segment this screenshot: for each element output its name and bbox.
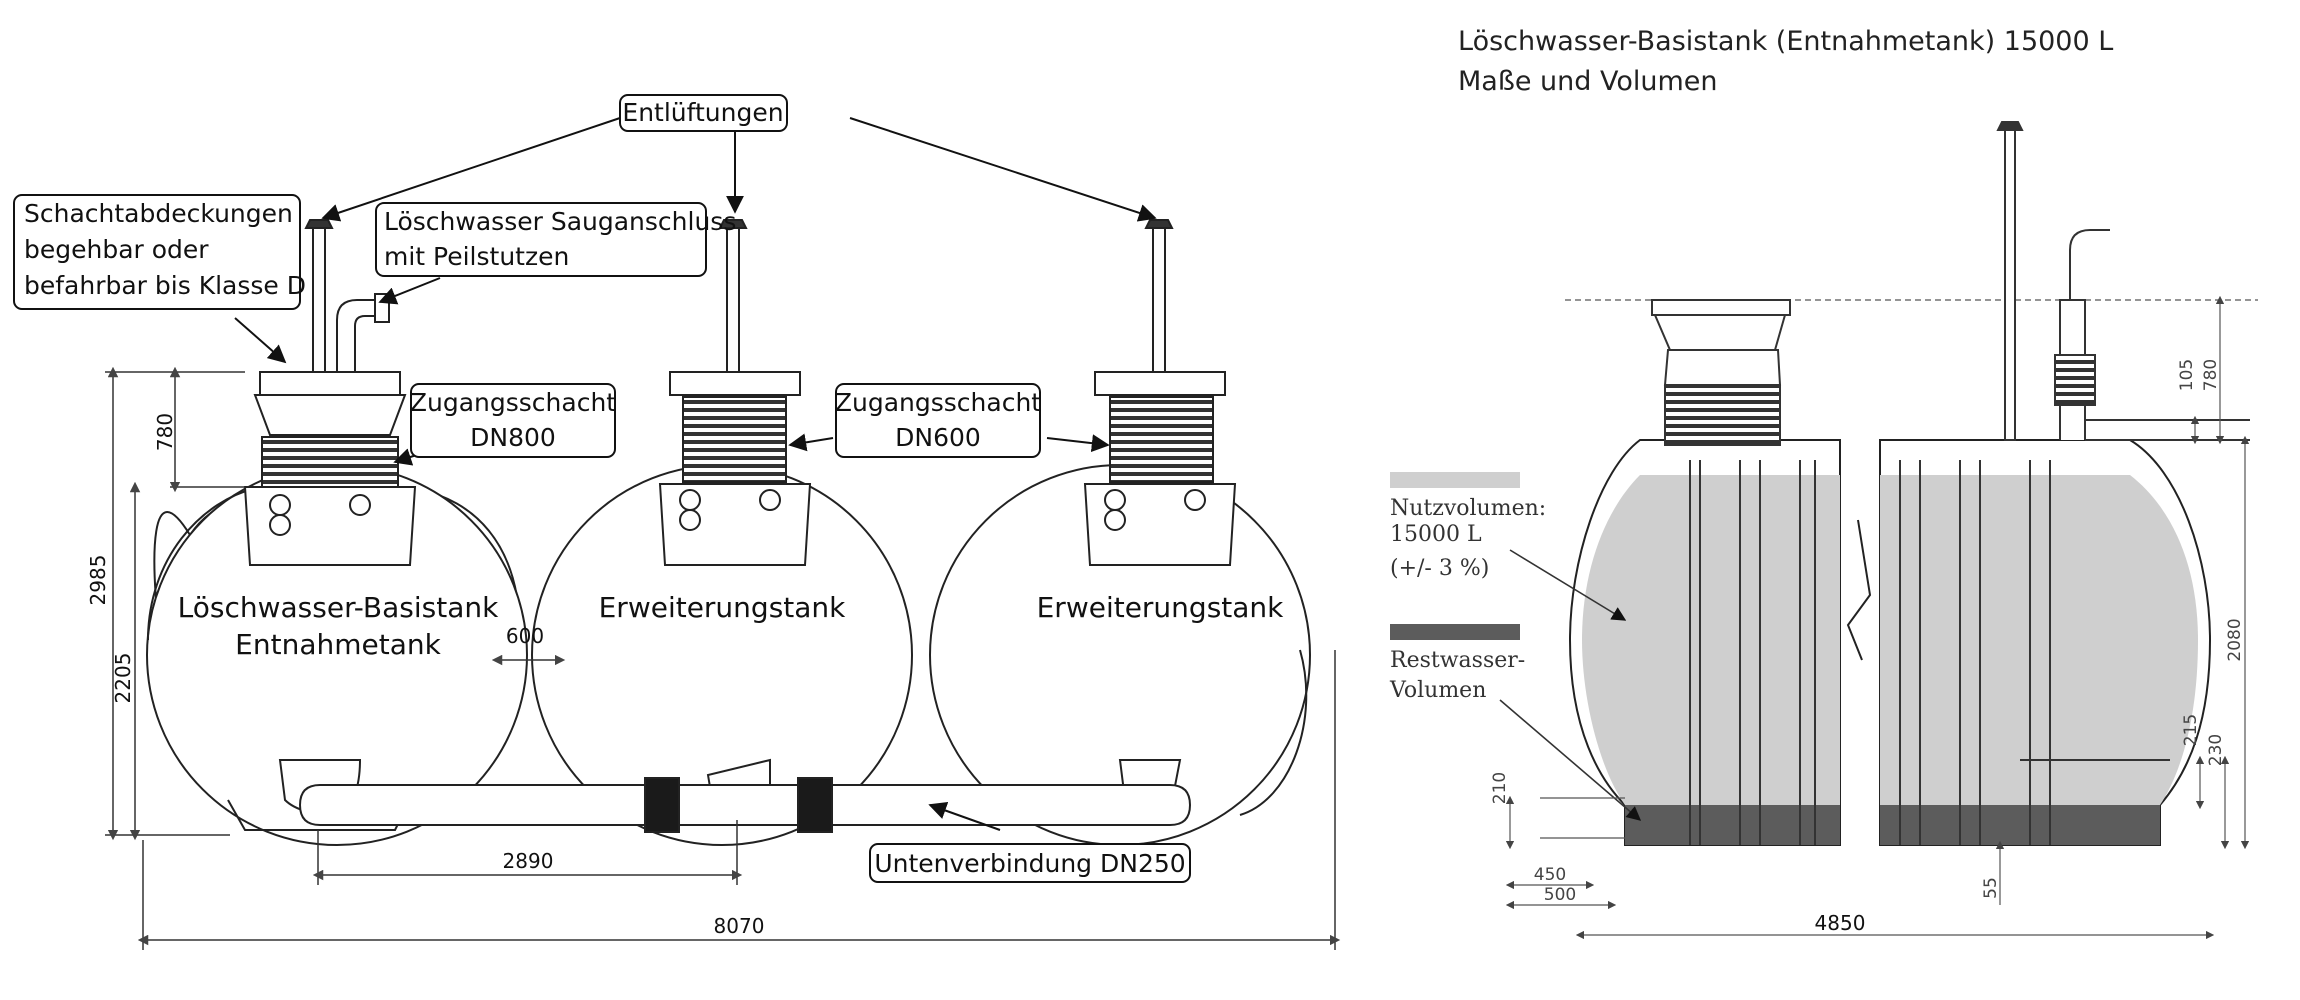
bottom-connection-pipe <box>298 777 1192 833</box>
suction-label-2: mit Peilstutzen <box>384 242 569 271</box>
basis-tank-name-2: Entnahmetank <box>235 628 441 661</box>
useful-volume-label-2: 15000 L <box>1390 522 1482 547</box>
useful-volume-tolerance: (+/- 3 %) <box>1390 556 1489 581</box>
covers-label-1: Schachtabdeckungen <box>24 199 293 228</box>
vents-label: Entlüftungen <box>622 98 783 127</box>
left-dimensions <box>105 366 1341 950</box>
callout-boxes <box>13 94 1191 883</box>
left-labels: Entlüftungen Schachtabdeckungen begehbar… <box>24 98 1284 938</box>
dim-55: 55 <box>1981 877 2001 899</box>
extension-tank-2-name: Erweiterungstank <box>599 591 847 624</box>
dim-8070: 8070 <box>714 914 765 938</box>
extension-tank-2-shaft-dn600 <box>658 371 812 566</box>
basis-tank-shaft-dn800 <box>243 371 417 566</box>
dim-4850: 4850 <box>1815 911 1866 935</box>
suction-label-1: Löschwasser Sauganschluss <box>384 207 736 236</box>
right-tank-right-section <box>1879 121 2250 846</box>
dim-210: 210 <box>1490 772 1510 804</box>
covers-label-3: befahrbar bis Klasse D <box>24 271 306 300</box>
extension-tank-3-vent <box>1144 219 1174 373</box>
break-mark <box>1846 519 1872 661</box>
dim-2890: 2890 <box>503 849 554 873</box>
extension-tank-2-vent <box>718 219 748 373</box>
right-drawing: Nutzvolumen: 15000 L (+/- 3 %) Restwasse… <box>1389 121 2258 940</box>
shaft-dn800-label-2: DN800 <box>470 423 556 452</box>
right-tank-left-section <box>1568 299 1841 846</box>
right-labels: Nutzvolumen: 15000 L (+/- 3 %) Restwasse… <box>1389 359 2245 935</box>
extension-tank-3-shaft-dn600 <box>1083 371 1237 566</box>
basis-tank-name-1: Löschwasser-Basistank <box>178 591 499 624</box>
residual-volume-label-2: Volumen <box>1389 678 1486 703</box>
dim-2985: 2985 <box>86 555 110 606</box>
basis-tank-suction-pipe <box>336 293 390 372</box>
legend-pointers <box>1499 549 1642 821</box>
dim-2080: 2080 <box>2225 618 2245 661</box>
dim-105: 105 <box>2177 359 2197 391</box>
dim-500: 500 <box>1544 885 1576 905</box>
dim-2205: 2205 <box>111 653 135 704</box>
dim-215: 215 <box>2181 714 2201 746</box>
shaft-dn600-label-1: Zugangsschacht <box>835 388 1041 417</box>
dim-450: 450 <box>1534 865 1566 885</box>
left-drawing <box>105 117 1341 950</box>
basis-tank-vent <box>304 219 334 373</box>
callout-leaders <box>234 117 1157 831</box>
dim-230: 230 <box>2206 734 2226 766</box>
covers-label-2: begehbar oder <box>24 235 209 264</box>
useful-volume-label-1: Nutzvolumen: <box>1390 496 1546 521</box>
title-line-1: Löschwasser-Basistank (Entnahmetank) 150… <box>1458 26 2114 57</box>
residual-volume-swatch <box>1390 624 1520 640</box>
shaft-dn800-label-1: Zugangsschacht <box>410 388 616 417</box>
extension-tank-3-name: Erweiterungstank <box>1037 591 1285 624</box>
residual-volume-label-1: Restwasser- <box>1390 648 1525 673</box>
dim-780-left: 780 <box>153 413 177 451</box>
right-dimensions <box>1505 295 2250 940</box>
title-line-2: Maße und Volumen <box>1458 66 1718 97</box>
dim-600: 600 <box>506 624 544 648</box>
bottom-connection-label: Untenverbindung DN250 <box>874 849 1185 878</box>
useful-volume-swatch <box>1390 472 1520 488</box>
dim-780-right: 780 <box>2201 359 2221 391</box>
shaft-dn600-label-2: DN600 <box>895 423 981 452</box>
